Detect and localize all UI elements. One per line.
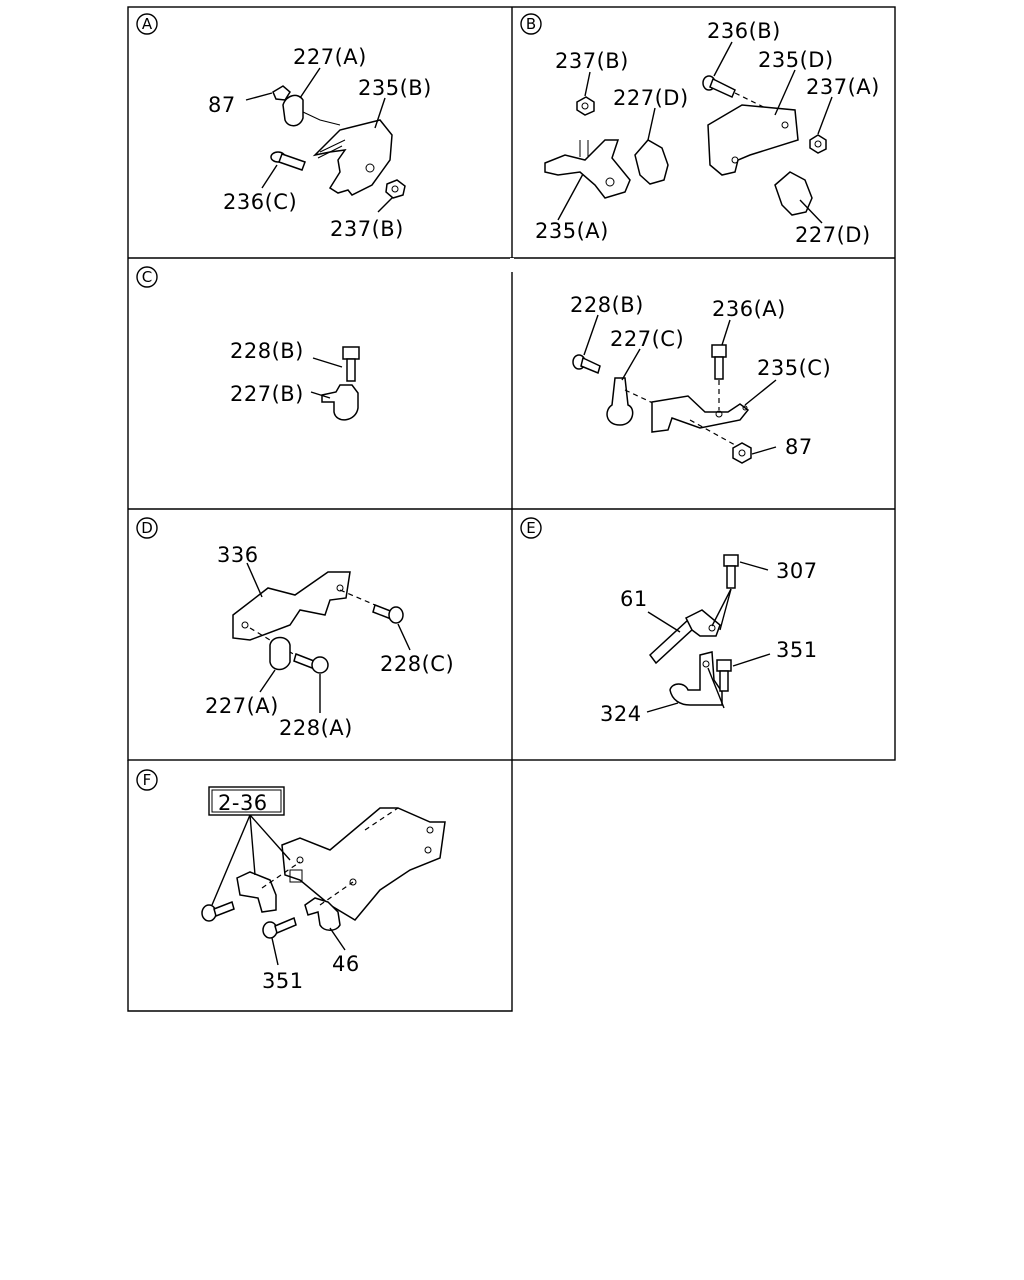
reference-box-2-36: 2-36 xyxy=(208,786,285,816)
callout-236a: 236(A) xyxy=(712,297,786,321)
section-marker-a-text: A xyxy=(142,15,153,33)
callout-307: 307 xyxy=(776,559,818,583)
callout-351-e: 351 xyxy=(776,638,818,662)
callout-227a-d: 227(A) xyxy=(205,694,279,718)
callout-46: 46 xyxy=(332,952,360,976)
nut-237b xyxy=(385,179,406,199)
callout-235d: 235(D) xyxy=(758,48,834,72)
section-marker-e: E xyxy=(520,517,542,539)
nut-87 xyxy=(272,85,291,101)
callout-236b: 236(B) xyxy=(707,19,781,43)
bracket-336 xyxy=(232,571,351,641)
callout-227d-lower: 227(D) xyxy=(795,223,871,247)
callout-235a: 235(A) xyxy=(535,219,609,243)
bolt-228b xyxy=(342,346,360,382)
section-marker-c: C xyxy=(136,266,158,288)
callout-227c: 227(C) xyxy=(610,327,684,351)
bolt-228c xyxy=(372,604,404,624)
bracket-235b xyxy=(312,119,393,196)
callout-228c: 228(C) xyxy=(380,652,454,676)
section-marker-d-text: D xyxy=(141,519,153,537)
bolt-236a xyxy=(711,344,727,380)
callout-227b: 227(B) xyxy=(230,382,304,406)
callout-87: 87 xyxy=(208,93,236,117)
bolt-351-e xyxy=(716,659,732,692)
clip-left xyxy=(236,871,277,913)
clip-227a xyxy=(282,94,304,127)
callout-228b: 228(B) xyxy=(230,339,304,363)
panel-d: D 336 228(C) 227(A) 228(A) xyxy=(136,517,454,740)
panel-b: B xyxy=(520,13,880,247)
callout-235c: 235(C) xyxy=(757,356,831,380)
section-marker-c-text: C xyxy=(142,268,152,286)
bolt-307 xyxy=(723,554,739,589)
nut-237a xyxy=(809,134,827,154)
callout-336: 336 xyxy=(217,543,259,567)
bracket-235d xyxy=(707,104,799,176)
clip-227d-lower xyxy=(774,171,813,216)
callout-235b: 235(B) xyxy=(358,76,432,100)
section-marker-f-text: F xyxy=(143,771,152,789)
panel-a: A 227(A) 87 235(B) 236(C) 237(B) xyxy=(136,13,432,241)
callout-61: 61 xyxy=(620,587,648,611)
callout-228b-right: 228(B) xyxy=(570,293,644,317)
clip-227d-upper xyxy=(634,139,669,185)
bracket-324 xyxy=(669,651,723,706)
section-marker-e-text: E xyxy=(526,519,535,537)
nut-237b-b xyxy=(576,96,595,157)
section-marker-b: B xyxy=(520,13,542,35)
bolt-236c xyxy=(270,151,306,171)
callout-324: 324 xyxy=(600,702,642,726)
panel-c: C 228(B) 227(B) xyxy=(136,266,360,421)
panel-grid xyxy=(127,6,896,1012)
callout-227d-upper: 227(D) xyxy=(613,86,689,110)
callout-237b-b: 237(B) xyxy=(555,49,629,73)
section-marker-b-text: B xyxy=(526,15,536,33)
panel-f: F 2-36 xyxy=(136,769,446,993)
section-marker-f: F xyxy=(136,769,158,791)
clip-227b xyxy=(321,384,359,421)
callout-236c: 236(C) xyxy=(223,190,297,214)
callout-351-f: 351 xyxy=(262,969,304,993)
callout-228a: 228(A) xyxy=(279,716,353,740)
clip-227c xyxy=(606,377,634,426)
section-marker-d: D xyxy=(136,517,158,539)
callout-237a: 237(A) xyxy=(806,75,880,99)
bracket-235c xyxy=(651,395,750,433)
callout-237b: 237(B) xyxy=(330,217,404,241)
bolt-351-f xyxy=(262,916,297,939)
cable-61 xyxy=(648,609,721,665)
bolt-228b-right xyxy=(572,354,601,375)
bolt-left xyxy=(201,901,235,922)
section-marker-a: A xyxy=(136,13,158,35)
bolt-236b xyxy=(702,75,736,98)
panel-e: E 307 61 351 324 xyxy=(520,517,818,726)
nut-87-c xyxy=(732,442,752,464)
bolt-228a xyxy=(293,653,329,674)
clip-227a-d xyxy=(269,636,291,671)
callout-227a: 227(A) xyxy=(293,45,367,69)
callout-87-c: 87 xyxy=(785,435,813,459)
panel-c-right: 228(B) 236(A) 227(C) 235(C) 87 xyxy=(570,293,831,464)
reference-box-text: 2-36 xyxy=(218,791,268,815)
bracket-large xyxy=(281,807,446,921)
